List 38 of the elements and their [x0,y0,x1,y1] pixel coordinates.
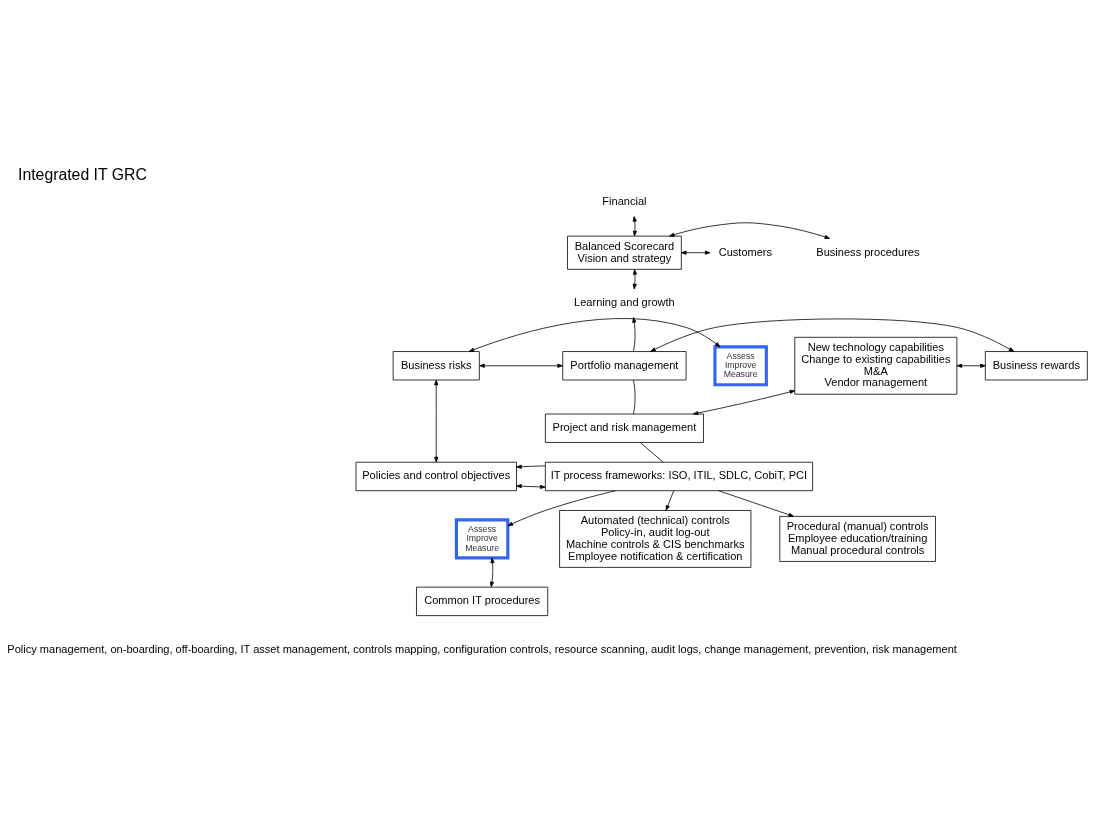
node-box: IT process frameworks: ISO, ITIL, SDLC, CobiT, PCI [544,461,813,491]
arrow [479,363,563,368]
arrow [665,489,675,511]
arrow [669,221,831,239]
node-box: Policies and control objectives [355,461,517,491]
node-box: Assess Improve Measure [454,517,510,559]
arrow [632,215,637,236]
label: Policy management, on-boarding, off-boarding, IT asset management, controls mapping, configuration controls, resource scanning, audit logs, change management, prevention, risk management [7,642,957,655]
connector [633,379,636,414]
arrow [507,489,616,526]
node-box: Business risks [392,350,480,380]
arrow [516,464,546,469]
arrow [632,268,637,289]
arrow [516,483,546,489]
arrow [434,379,439,462]
node-box: Automated (technical) controls Policy-in, audit log-out Machine controls & CIS benchmarks Employee notification & certification [559,509,752,568]
arrow [650,318,1015,352]
node-box: Portfolio management [562,350,687,380]
node-text: Business procedures [816,245,920,258]
arrow [468,317,721,352]
arrow [680,250,711,255]
node-box: Project and risk management [544,413,704,443]
diagram-title: Integrated IT GRC [18,165,147,183]
node-box: Common IT procedures [416,586,549,616]
arrow [692,389,796,415]
node-box: Procedural (manual) controls Employee education/training Manual procedural controls [779,515,936,562]
arrow [956,363,986,368]
node-box: Business rewards [984,350,1088,380]
arrow [632,316,637,352]
node-text: Financial [602,194,647,207]
node-box: New technology capabilities Change to existing capabilities M&A Vendor management [794,336,958,395]
node-box: Balanced Scorecard Vision and strategy [567,235,682,270]
arrow [489,557,495,587]
node-text: Learning and growth [574,295,675,308]
connector [639,441,664,462]
node-text: Customers [718,245,773,258]
arrow [718,489,794,517]
node-box: Assess Improve Measure [713,344,768,386]
